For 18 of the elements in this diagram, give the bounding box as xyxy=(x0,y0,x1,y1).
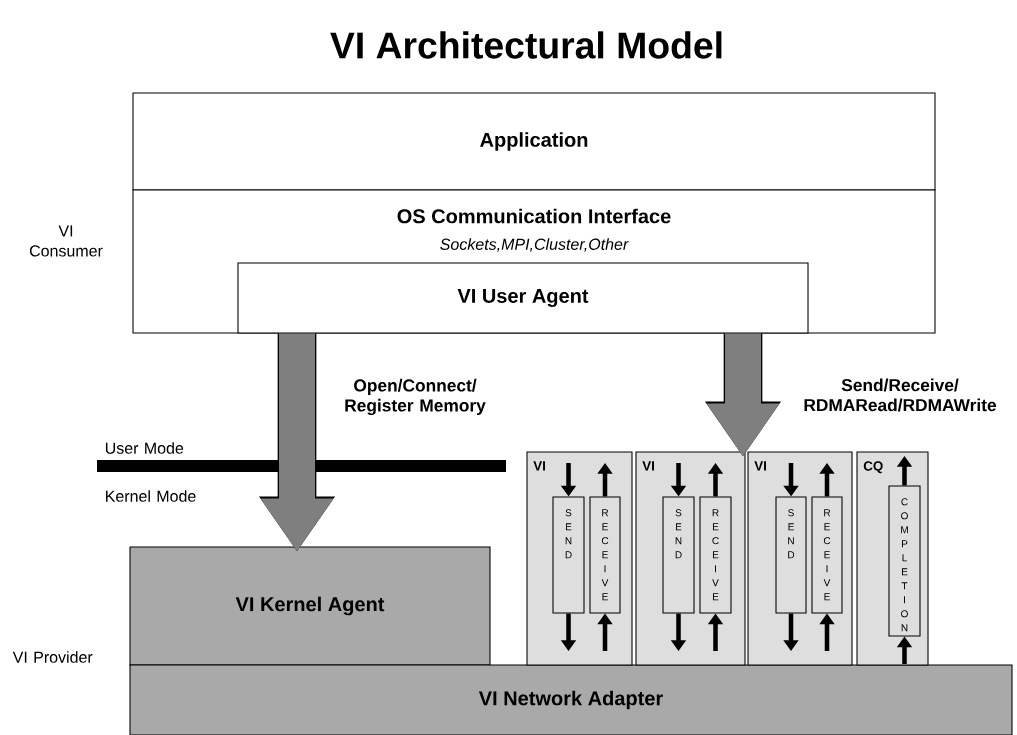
mode-label: User Mode xyxy=(105,442,184,454)
queue-box: RECEIVE xyxy=(699,496,732,614)
side-label: VI Consumer xyxy=(29,225,103,257)
edge-label: Open/Connect/ Register Memory xyxy=(345,378,486,416)
queue-box: RECEIVE xyxy=(589,496,621,614)
queue-box: RECEIVE xyxy=(811,496,843,614)
adapter-box: VI Network Adapter xyxy=(129,664,1013,735)
side-label: VI Provider xyxy=(12,651,93,663)
queue-box: SEND xyxy=(662,496,695,614)
agent-box: VI Kernel Agent xyxy=(129,546,491,666)
queue-box: SEND xyxy=(775,496,807,614)
agent-box: VI User Agent xyxy=(237,262,809,334)
queue-box: COMPLETION xyxy=(888,485,921,637)
title: VI Architectural Model xyxy=(330,31,722,59)
mode-label: Kernel Mode xyxy=(106,490,196,502)
queue-box: SEND xyxy=(552,496,585,614)
application-box: Application xyxy=(132,92,936,191)
edge-label: Send/Receive/ RDMARead/RDMAWrite xyxy=(804,378,996,412)
